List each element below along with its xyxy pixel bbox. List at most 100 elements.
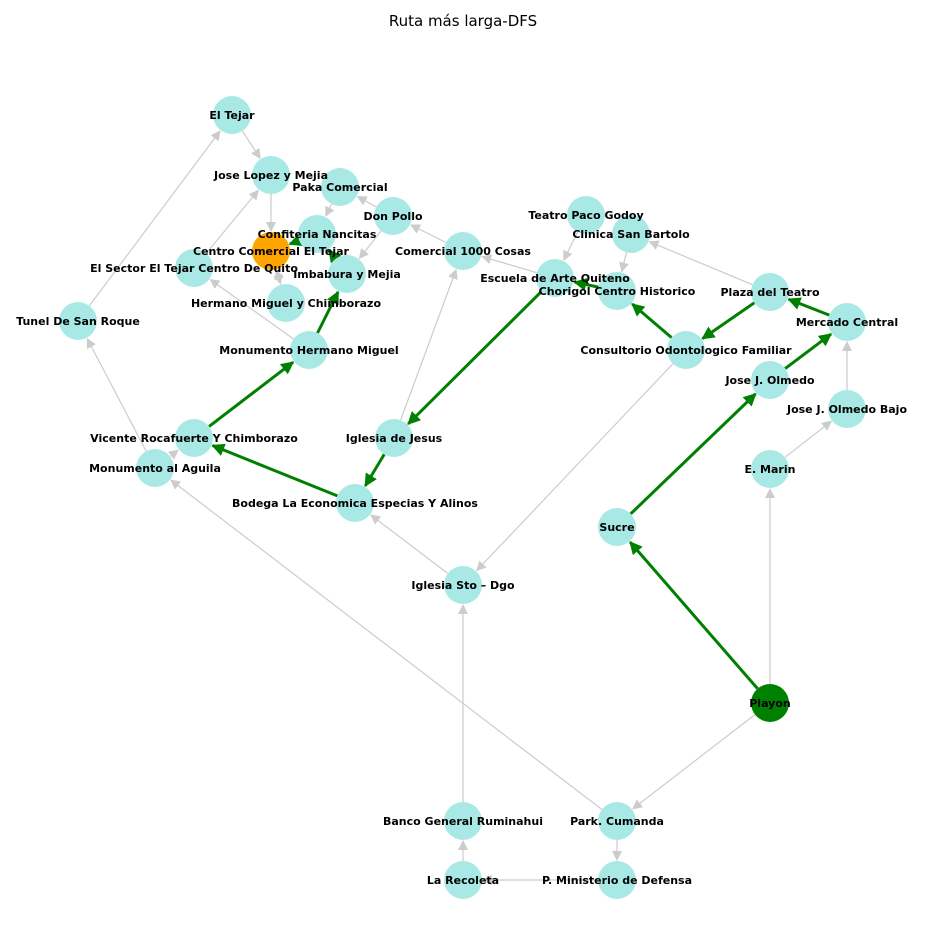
path-edge-escuela-to-iglesia_jesus: [407, 290, 543, 425]
edge-monumento_hm-to-sector_tejar: [209, 279, 294, 340]
node-hermano_chimb: [267, 284, 305, 322]
nodes-layer: [59, 96, 866, 899]
path-edge-plaza_teatro-to-consultorio: [701, 301, 756, 340]
edge-sector_tejar-to-jose_lopez: [205, 189, 259, 254]
node-label-iglesia_sto: Iglesia Sto – Dgo: [411, 579, 515, 592]
node-sector_tejar: [175, 249, 213, 287]
node-label-imbabura: Imbabura y Mejia: [293, 268, 401, 281]
edge-don_pollo-to-imbabura: [358, 230, 382, 260]
path-edge-consultorio-to-chorigol: [631, 302, 673, 339]
node-ministerio: [598, 861, 636, 899]
edge-monumento_aguila-to-tunel: [86, 337, 147, 452]
node-banco: [444, 802, 482, 840]
edge-don_pollo-to-paka: [356, 196, 377, 208]
node-chorigol: [598, 272, 636, 310]
edge-consultorio-to-iglesia_sto: [476, 363, 674, 572]
figure-title: Ruta más larga-DFS: [388, 12, 538, 30]
node-label-sucre: Sucre: [599, 521, 634, 534]
path-edge-olmedo-to-mercado: [784, 332, 833, 370]
node-label-iglesia_jesus: Iglesia de Jesus: [346, 432, 443, 445]
node-cc_tejar: [252, 232, 290, 270]
node-nancitas: [298, 215, 336, 253]
node-jose_lopez: [252, 156, 290, 194]
node-el_tejar: [213, 96, 251, 134]
node-mercado: [828, 303, 866, 341]
node-olmedo: [751, 361, 789, 399]
node-imbabura: [328, 255, 366, 293]
node-comercial_1000: [444, 232, 482, 270]
edge-escuela-to-comercial_1000: [481, 254, 537, 274]
node-label-escuela: Escuela de Arte Quiteno: [480, 272, 630, 285]
node-label-comercial_1000: Comercial 1000 Cosas: [395, 245, 531, 258]
node-label-bodega: Bodega La Economica Especias Y Alinos: [232, 497, 478, 510]
path-edge-monumento_hm-to-imbabura: [316, 290, 340, 334]
edge-plaza_teatro-to-clinica: [648, 240, 753, 286]
node-label-banco: Banco General Ruminahui: [383, 815, 543, 828]
node-label-consultorio: Consultorio Odontologico Familiar: [580, 344, 792, 357]
path-edge-vicente-to-monumento_hm: [208, 360, 295, 428]
node-iglesia_sto: [444, 566, 482, 604]
node-emarin: [751, 450, 789, 488]
node-bodega: [336, 484, 374, 522]
node-recoleta: [444, 861, 482, 899]
edge-cc_tejar-to-hermano_chimb: [273, 269, 283, 285]
node-label-chorigol: Chorigol Centro Historico: [539, 285, 696, 298]
path-edge-bodega-to-vicente: [211, 443, 338, 498]
edge-clinica-to-chorigol: [619, 252, 629, 273]
node-label-monumento_aguila: Monumento al Aguila: [89, 462, 221, 475]
edges-layer: [86, 130, 852, 885]
edge-paka-to-nancitas: [325, 203, 335, 217]
path-edge-iglesia_jesus-to-bodega: [364, 453, 386, 487]
node-label-mercado: Mercado Central: [796, 316, 898, 329]
path-edge-imbabura-to-nancitas: [327, 248, 342, 264]
node-label-vicente: Vicente Rocafuerte Y Chimborazo: [90, 432, 298, 445]
edge-iglesia_jesus-to-comercial_1000: [400, 268, 458, 421]
node-label-sector_tejar: El Sector El Tejar Centro De Quito: [90, 262, 298, 275]
node-label-plaza_teatro: Plaza del Teatro: [720, 286, 819, 299]
node-don_pollo: [374, 197, 412, 235]
path-edge-chorigol-to-escuela: [573, 278, 599, 291]
edge-el_tejar-to-jose_lopez: [241, 130, 261, 160]
node-playon: [751, 684, 789, 722]
edge-playon-to-park_cumanda: [632, 714, 756, 810]
node-label-clinica: Clinica San Bartolo: [572, 228, 690, 241]
node-label-tunel: Tunel De San Roque: [16, 315, 140, 328]
edge-emarin-to-olmedo_bajo: [784, 420, 833, 458]
node-monumento_hm: [290, 331, 328, 369]
edge-comercial_1000-to-don_pollo: [409, 224, 447, 244]
node-label-cc_tejar: Centro Comercial El Tejar: [193, 245, 350, 258]
node-iglesia_jesus: [375, 419, 413, 457]
node-label-teatro_paco: Teatro Paco Godoy: [528, 209, 643, 222]
node-tunel: [59, 302, 97, 340]
node-vicente: [175, 419, 213, 457]
node-olmedo_bajo: [828, 390, 866, 428]
edge-teatro_paco-to-escuela: [563, 231, 579, 261]
node-consultorio: [667, 331, 705, 369]
edge-iglesia_sto-to-bodega: [370, 514, 449, 574]
node-label-paka: Paka Comercial: [292, 181, 387, 194]
node-label-ministerio: P. Ministerio de Defensa: [542, 874, 692, 887]
node-label-recoleta: La Recoleta: [427, 874, 499, 887]
node-park_cumanda: [598, 802, 636, 840]
node-label-el_tejar: El Tejar: [209, 109, 255, 122]
node-label-olmedo_bajo: Jose J. Olmedo Bajo: [786, 403, 907, 416]
node-label-emarin: E. Marin: [745, 463, 796, 476]
node-teatro_paco: [567, 196, 605, 234]
edge-park_cumanda-to-monumento_aguila: [170, 479, 603, 810]
path-edge-playon-to-sucre: [628, 541, 759, 690]
edge-monumento_aguila-to-vicente: [167, 449, 179, 460]
path-edge-nancitas-to-cc_tejar: [288, 233, 303, 247]
node-label-monumento_hm: Monumento Hermano Miguel: [219, 344, 398, 357]
node-label-hermano_chimb: Hermano Miguel y Chimborazo: [191, 297, 381, 310]
node-escuela: [536, 259, 574, 297]
node-plaza_teatro: [751, 273, 789, 311]
node-label-playon: Playon: [749, 697, 790, 710]
node-sucre: [598, 508, 636, 546]
node-clinica: [612, 215, 650, 253]
path-edge-mercado-to-plaza_teatro: [787, 297, 830, 317]
node-paka: [321, 168, 359, 206]
edge-tunel-to-el_tejar: [88, 130, 221, 307]
